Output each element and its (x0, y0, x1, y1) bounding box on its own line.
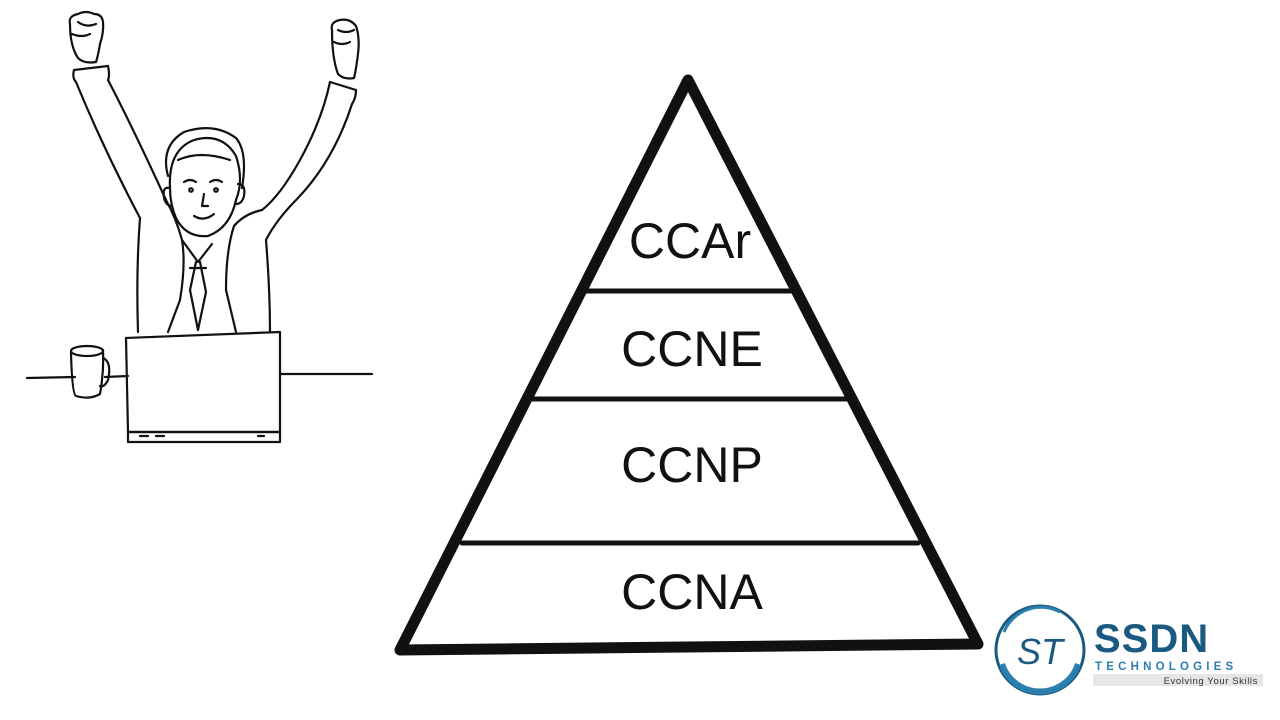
logo-tagline: Evolving Your Skills (1164, 676, 1258, 687)
tier-label-base: CCNA (621, 564, 763, 620)
pyramid-outline (394, 74, 984, 656)
logo-subtitle: TECHNOLOGIES (1095, 661, 1237, 673)
logo-name: SSDN (1094, 617, 1209, 661)
logo-emblem-icon (994, 604, 1086, 696)
tier-label-top: CCAr (629, 213, 751, 269)
logo-tagline-band (1093, 674, 1263, 686)
tier-label-third: CCNP (621, 437, 763, 493)
tier-label-second: CCNE (621, 321, 763, 377)
logo-initials: ST (1017, 631, 1066, 672)
